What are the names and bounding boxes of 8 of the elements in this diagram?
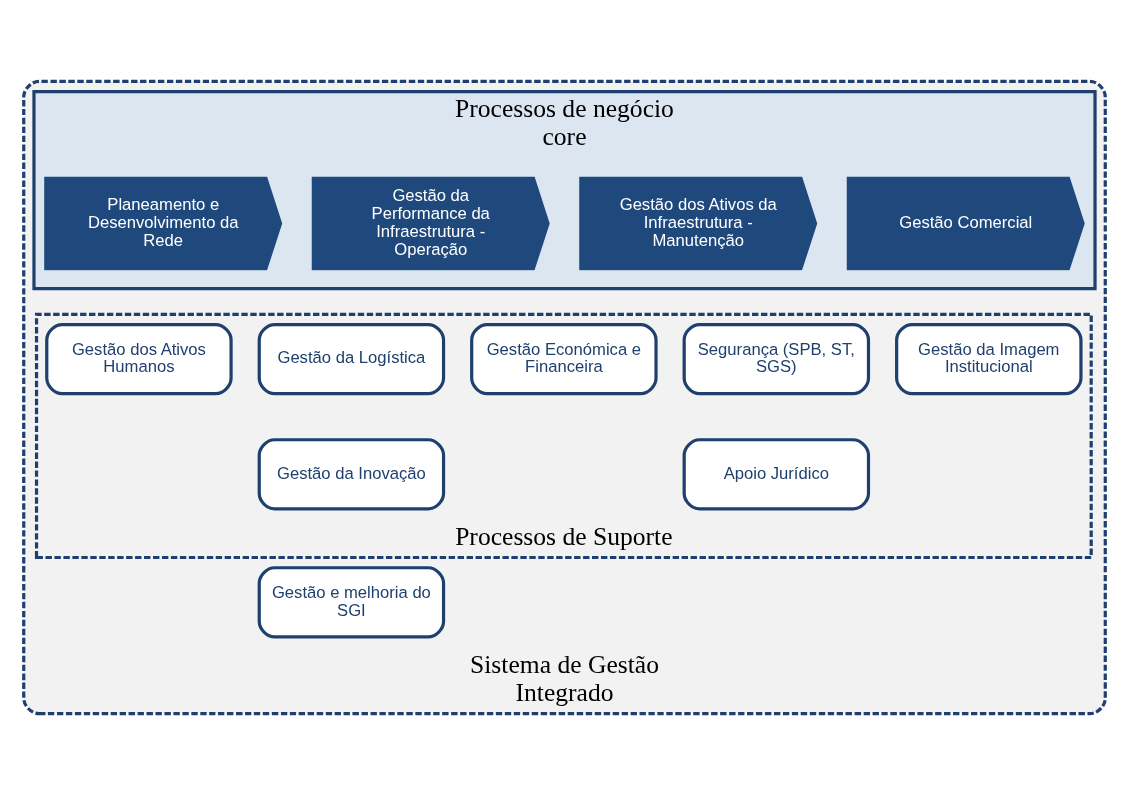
- node-box: Gestão Económica e Financeira: [470, 322, 658, 395]
- node-box: Gestão da Imagem Institucional: [895, 322, 1083, 395]
- node-box: Apoio Jurídico: [682, 437, 871, 510]
- node-box: Gestão dos Ativos Humanos: [45, 322, 233, 395]
- node-box: Gestão da Logística: [257, 322, 446, 395]
- node-box: Gestão e melhoria do SGI: [257, 565, 446, 638]
- node-box: Gestão da Inovação: [257, 437, 446, 510]
- node-box: Segurança (SPB, ST, SGS): [682, 322, 871, 395]
